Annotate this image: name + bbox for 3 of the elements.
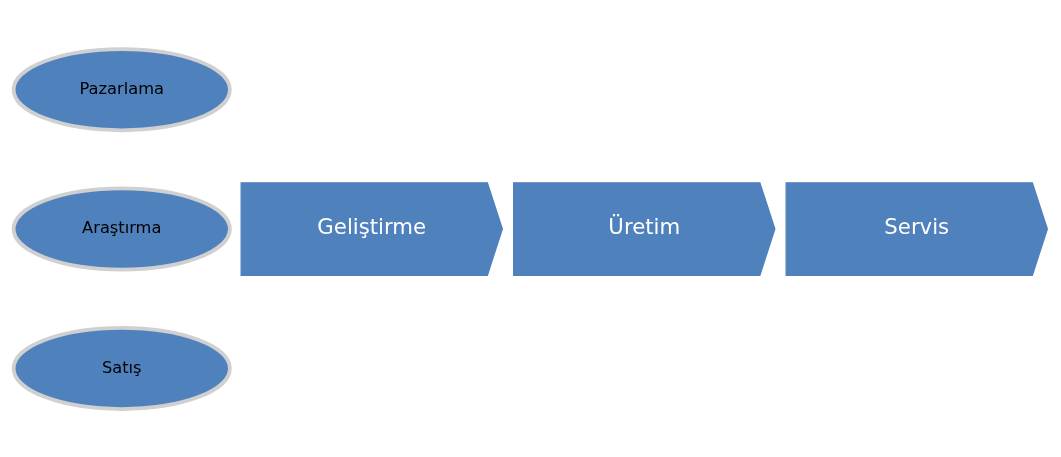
node-ellipse: Pazarlama xyxy=(11,46,232,132)
node-ellipse: Satış xyxy=(11,325,232,411)
node-ellipse: Araştırma xyxy=(11,186,232,271)
